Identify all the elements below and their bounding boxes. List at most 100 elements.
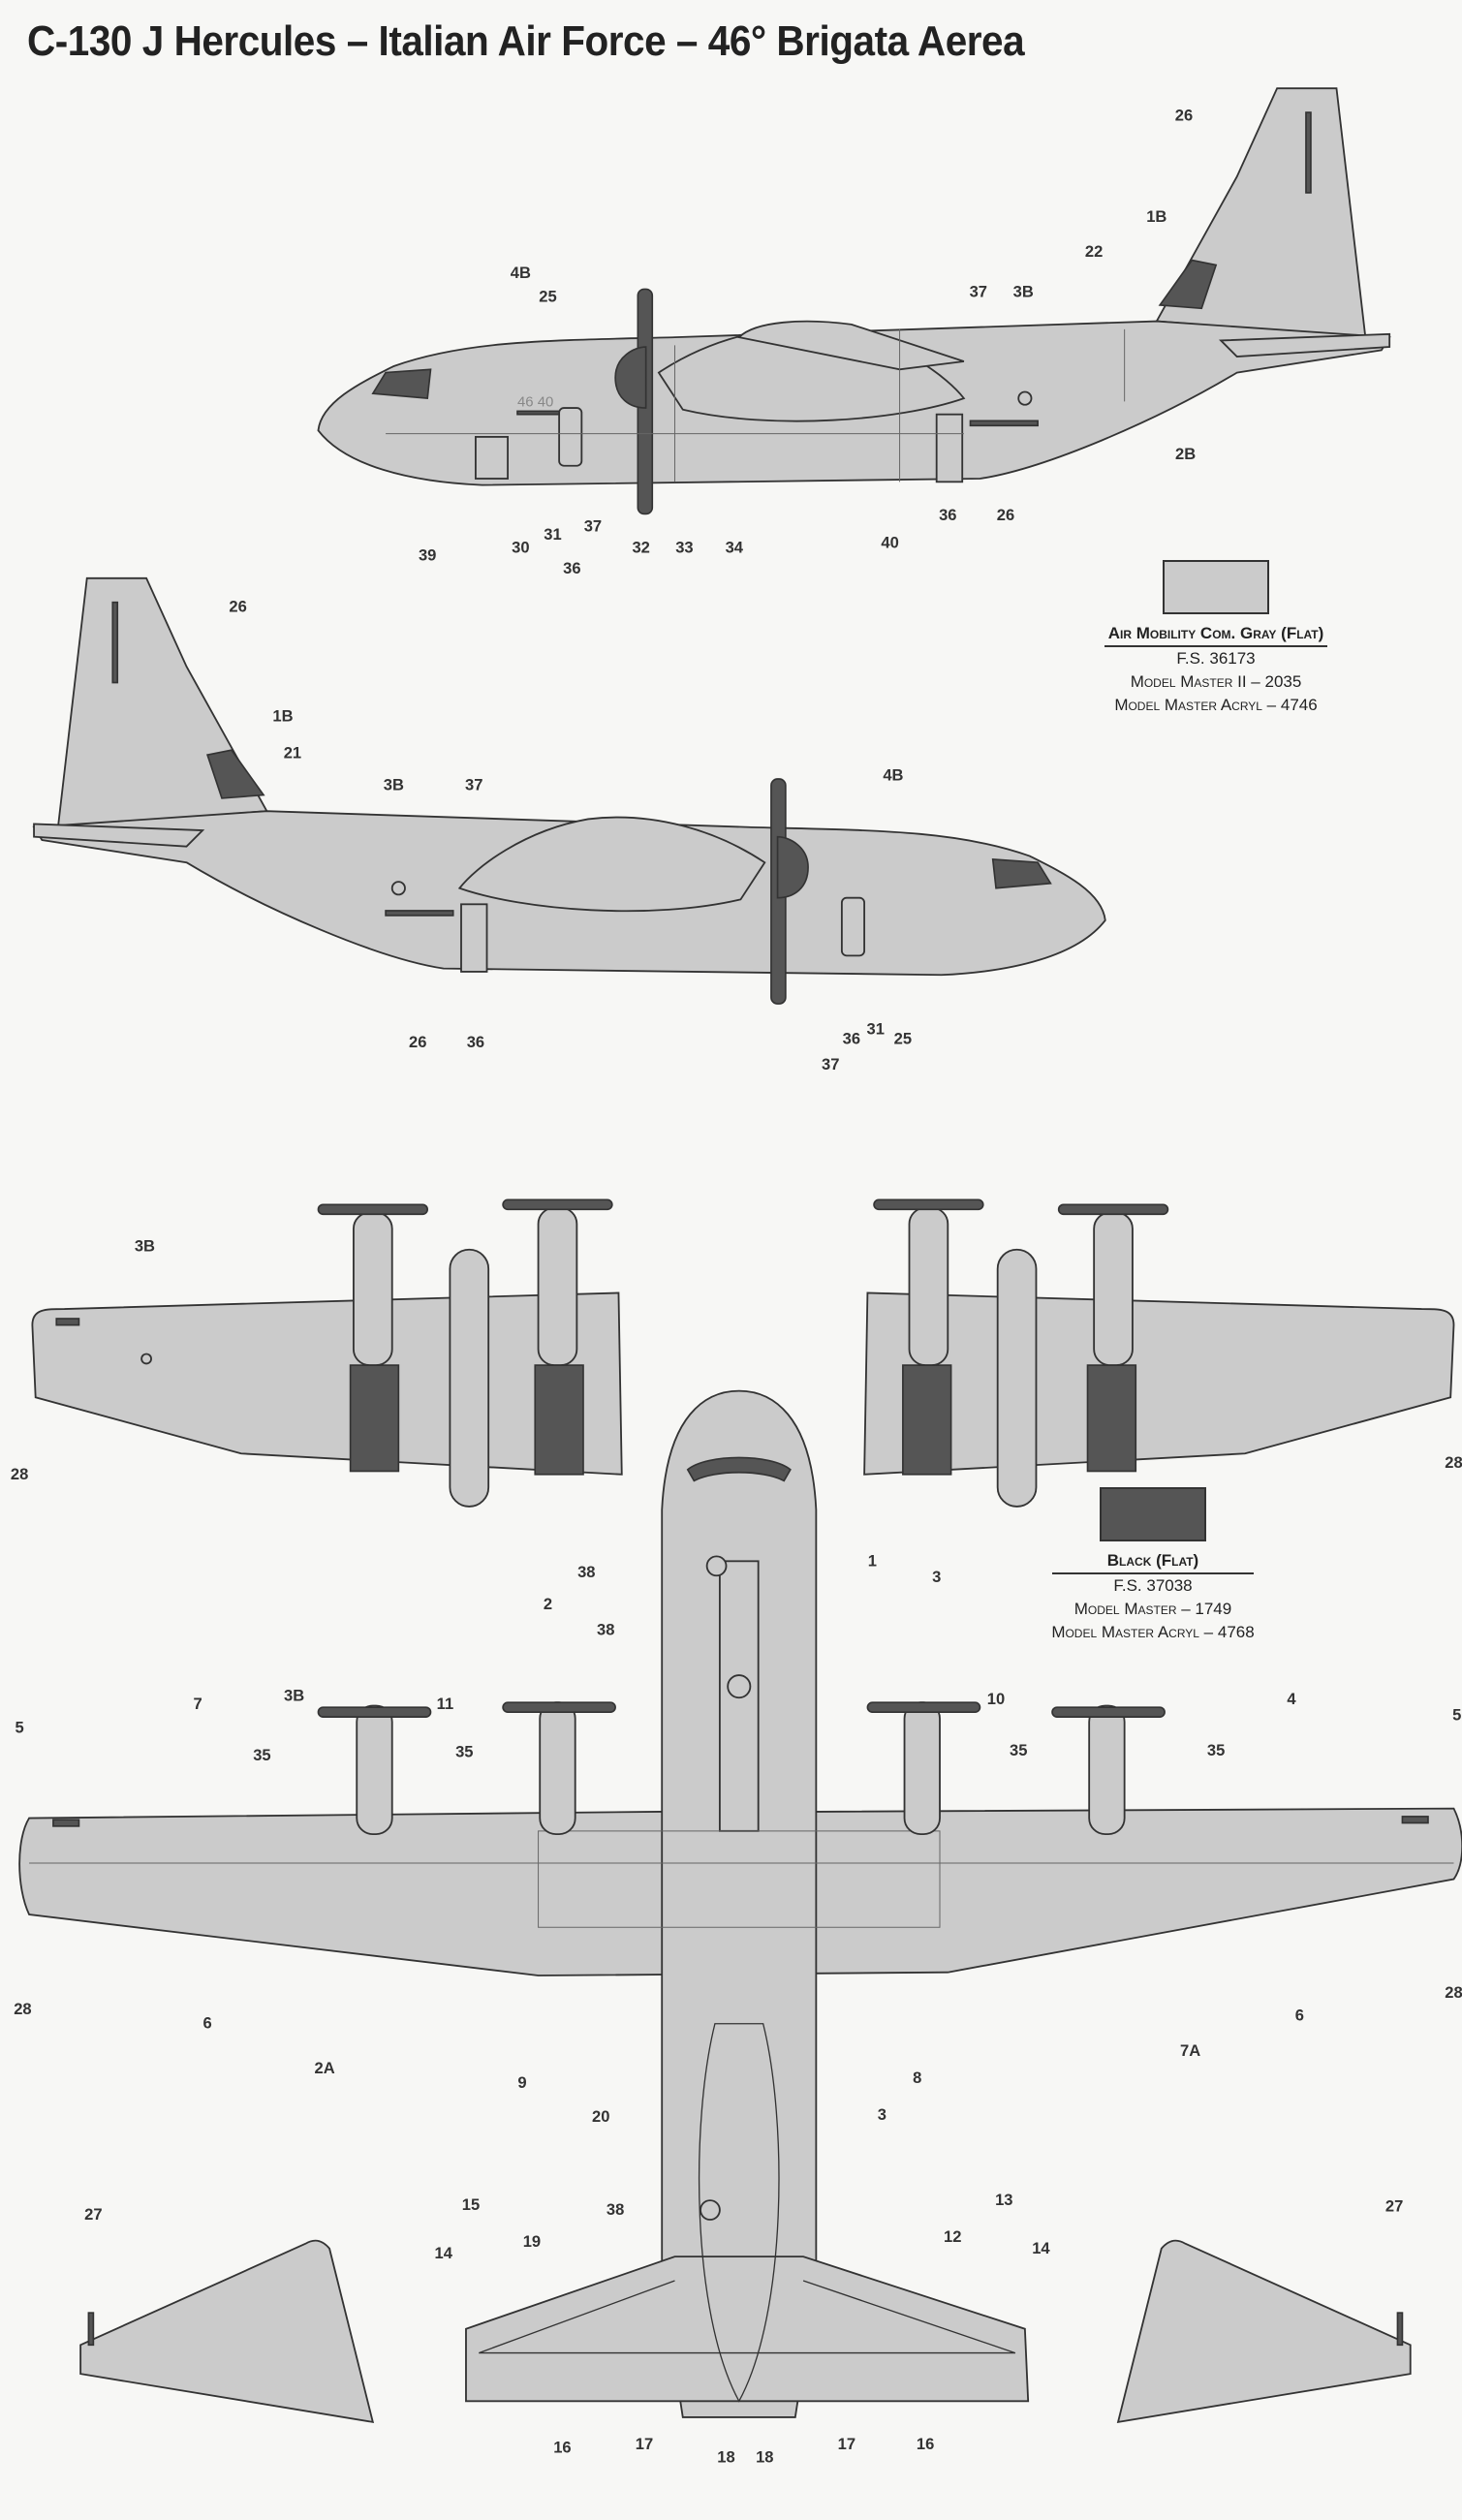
callout-tail: 15: [462, 2195, 480, 2214]
cockpit-windows: [371, 368, 432, 400]
callout-underside: 11: [437, 1695, 454, 1713]
callout-side-right: 36: [843, 1030, 860, 1048]
wing-panel: [31, 1291, 623, 1476]
callout-side-left: 1B: [1146, 207, 1166, 226]
external-tank: [449, 1248, 490, 1508]
callout-underside: 20: [592, 2107, 609, 2126]
fuselage: [661, 1389, 818, 2418]
callout-side-left: 4B: [511, 264, 531, 282]
swatch-gray: [1163, 560, 1269, 614]
callout-side-left: 34: [726, 538, 744, 556]
page-title: C-130 J Hercules – Italian Air Force – 4…: [27, 17, 1025, 65]
callout-tail: 18: [756, 2447, 773, 2466]
callout-side-right: 25: [894, 1030, 912, 1048]
ramp-outline: [698, 2023, 780, 2403]
callout-tail: 18: [717, 2447, 734, 2466]
door-31: [558, 407, 583, 467]
callout-side-right: 37: [465, 776, 482, 794]
external-tank: [996, 1248, 1038, 1508]
nacelle: [1093, 1211, 1134, 1366]
fin-panel: [1116, 2239, 1412, 2424]
callout-side-left: 31: [544, 525, 561, 544]
callout-underside: 35: [455, 1743, 473, 1761]
callout-side-left: 32: [632, 538, 649, 556]
wingtip-mark: [52, 1819, 80, 1827]
callout-side-right: 1B: [272, 706, 293, 725]
exhaust-stain: [349, 1364, 400, 1473]
propeller: [1051, 1706, 1166, 1718]
callout-underside: 8: [913, 2069, 921, 2087]
callout-underside: 28: [14, 2000, 31, 2018]
roundel-38: [705, 1555, 728, 1577]
roundel-3b: [140, 1353, 152, 1365]
callout-underside: 2: [544, 1595, 552, 1613]
color-name: Air Mobility Com. Gray (Flat): [1104, 622, 1328, 647]
wingtip-mark: [1401, 1816, 1429, 1824]
callout-underside: 35: [253, 1746, 270, 1764]
propeller: [866, 1701, 981, 1713]
door-36: [460, 903, 488, 973]
model-master-acryl: Model Master Acryl – 4746: [1114, 696, 1318, 714]
callout-underside: 3B: [284, 1687, 304, 1705]
propeller: [502, 1701, 616, 1713]
nacelle: [539, 1701, 576, 1836]
nacelle: [908, 1206, 949, 1366]
callout-tail: 38: [607, 2200, 624, 2219]
fs-code: F.S. 37038: [1113, 1576, 1193, 1595]
callout-underside: 6: [202, 2014, 211, 2033]
propeller: [317, 1203, 429, 1216]
fin-black-panel: [1158, 259, 1218, 310]
wing-panel: [863, 1291, 1455, 1476]
nacelle: [353, 1211, 393, 1366]
nacelle: [356, 1704, 393, 1836]
fuselage-code: 46 40: [517, 394, 553, 410]
legend-gray: Air Mobility Com. Gray (Flat) F.S. 36173…: [1095, 560, 1337, 717]
cockpit-windows: [991, 857, 1052, 889]
callout-tail: 17: [636, 2435, 653, 2453]
callout-wings-top: 3B: [135, 1236, 155, 1255]
nacelle: [537, 1206, 578, 1366]
callout-underside: 35: [1010, 1741, 1027, 1759]
spinner: [614, 346, 647, 409]
callout-side-left: 3B: [1013, 283, 1034, 301]
upper-wing-left: [31, 1198, 623, 1508]
callout-tail: 16: [553, 2438, 571, 2456]
callout-underside: 38: [597, 1621, 614, 1639]
roundel-38c: [700, 2199, 721, 2221]
door-36: [935, 413, 964, 483]
callout-side-left: 39: [419, 546, 436, 565]
callout-wings-top: 28: [11, 1465, 28, 1483]
color-name: Black (Flat): [1052, 1549, 1254, 1574]
fin-view-right: [1116, 2239, 1412, 2424]
callout-side-left: 33: [675, 538, 693, 556]
wing-top: [736, 320, 965, 371]
panel-lines: [386, 328, 1126, 482]
fin-stripe: [87, 2312, 95, 2347]
callout-side-left: 25: [539, 288, 556, 306]
callout-side-right: 26: [229, 598, 246, 616]
callout-tail: 17: [838, 2435, 855, 2453]
callout-underside: 2A: [314, 2059, 334, 2077]
callout-underside: 35: [1207, 1741, 1225, 1759]
callout-side-left: 40: [881, 533, 898, 551]
wingtip-mark: [55, 1318, 80, 1326]
callout-side-left: 30: [512, 538, 529, 556]
model-master: Model Master II – 2035: [1130, 672, 1302, 691]
engines: [317, 1701, 1166, 1836]
callout-underside: 10: [987, 1690, 1005, 1708]
propeller: [1057, 1203, 1169, 1216]
decal-4b: [516, 410, 560, 416]
spinner: [776, 835, 809, 899]
callout-side-right: 4B: [883, 766, 903, 785]
plan-view: [18, 1389, 1462, 2418]
callout-side-left: 37: [584, 517, 602, 536]
callout-tail: 27: [1385, 2197, 1403, 2216]
callout-wings-top: 28: [1445, 1453, 1462, 1472]
decal-26: [385, 910, 454, 917]
horizontal-stabilizer: [33, 823, 205, 848]
callout-underside: 5: [16, 1719, 24, 1737]
callout-underside: 6: [1295, 2006, 1304, 2024]
callout-underside: 4: [1287, 1690, 1296, 1708]
callout-side-left: 2B: [1175, 445, 1196, 463]
